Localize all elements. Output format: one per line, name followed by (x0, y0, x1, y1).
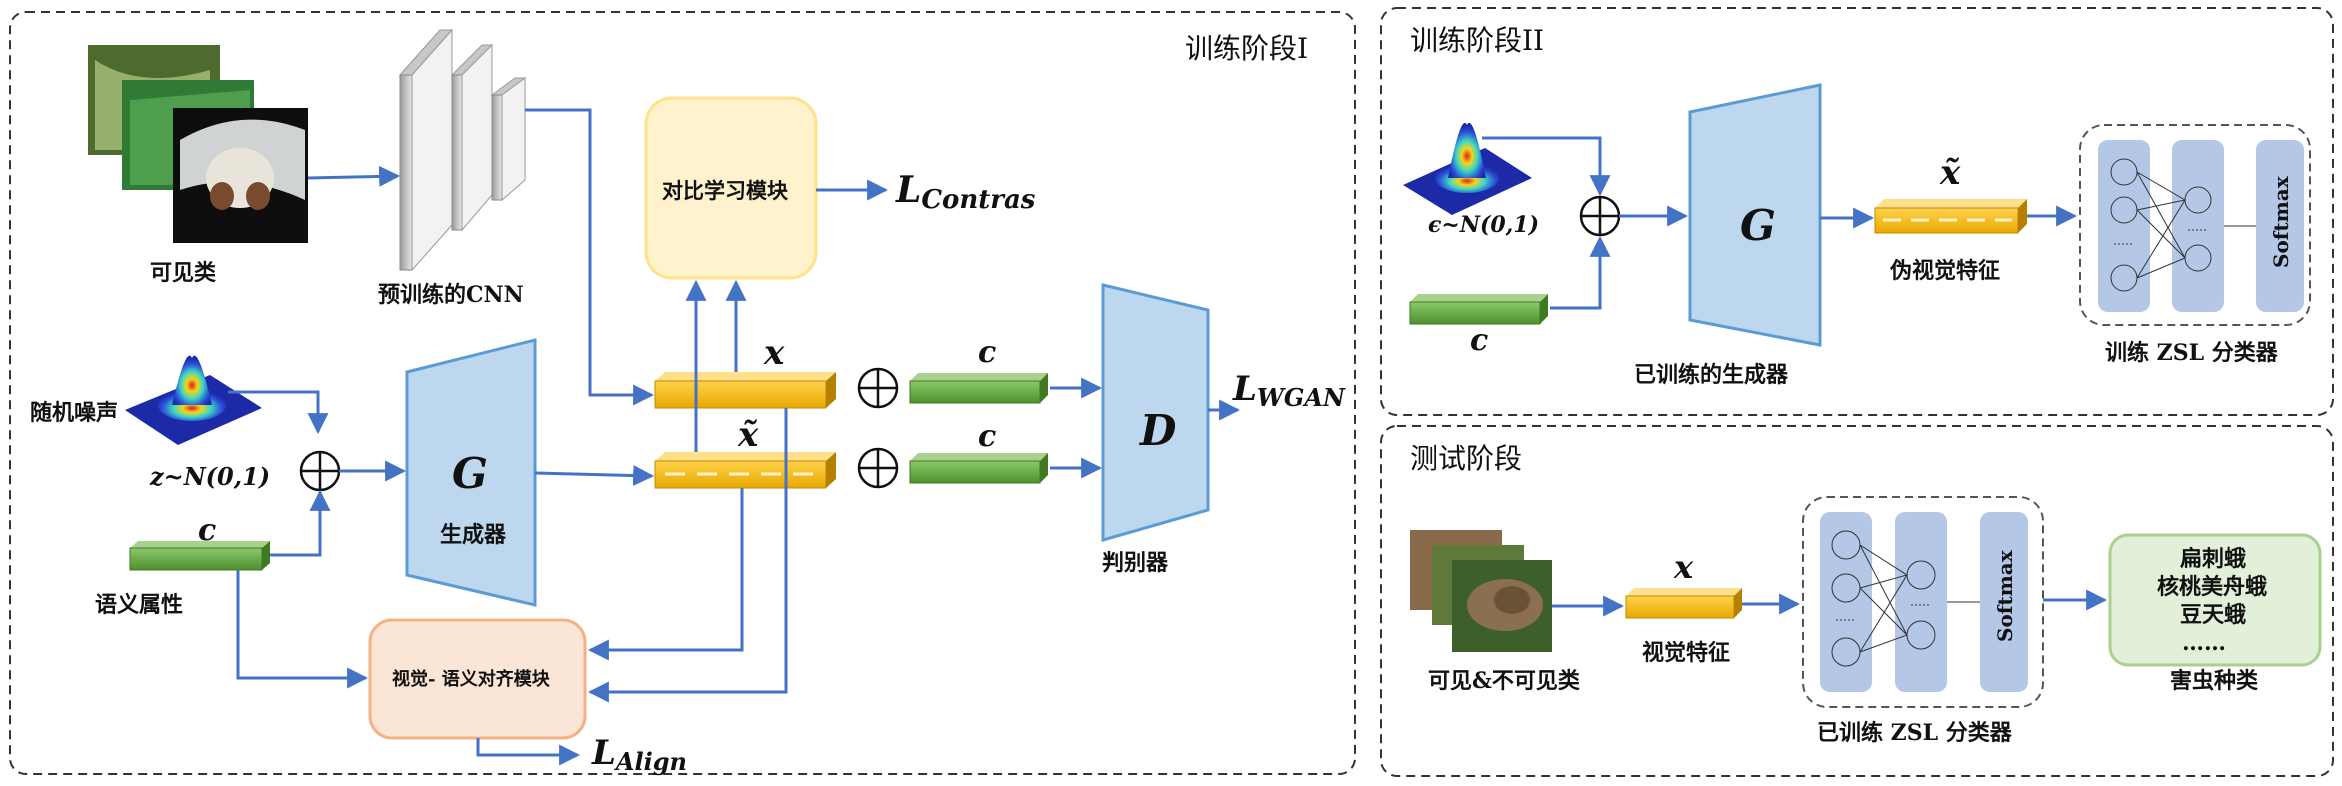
generator-label: 生成器 (440, 522, 507, 548)
arrow-xtilde-to-align (587, 408, 788, 703)
stage3-frame (1380, 425, 2334, 777)
c-bottom-label: c (978, 419, 996, 454)
stage1-title: 训练阶段I (1185, 32, 1308, 65)
stage2-classifier-label: 训练 ZSL 分类器 (2105, 340, 2279, 366)
pest-item-2: 核桃美舟蛾 (2157, 574, 2267, 600)
contrast-module-box (644, 96, 818, 280)
noise-distribution-icon (125, 355, 262, 445)
arrow-align-to-loss (476, 738, 581, 766)
pest-caption: 害虫种类 (2170, 668, 2259, 694)
stage2-generator-trapezoid (1688, 83, 1822, 347)
align-module-label: 视觉- 语义对齐模块 (392, 668, 551, 690)
pretrained-cnn-label: 预训练的CNN (378, 282, 524, 308)
stage3-feature-label: 视觉特征 (1642, 640, 1730, 666)
discriminator-label: 判别器 (1102, 550, 1169, 576)
pest-list-box (2108, 533, 2322, 667)
stage2-frame (1380, 7, 2334, 416)
noise-label: 随机噪声 (30, 400, 118, 426)
arrow-noise-to-sum (228, 390, 329, 435)
semantic-attribute-bar (129, 541, 270, 571)
discriminator-trapezoid (1101, 283, 1210, 542)
stage3-title: 测试阶段 (1410, 442, 1522, 475)
arrow-g-to-xtilde (534, 465, 655, 487)
arrow-images-to-cnn (307, 165, 401, 187)
arrow-x-to-align (587, 488, 744, 661)
concat-operator-3 (857, 447, 899, 489)
semantic-c-label: c (198, 513, 216, 548)
concat-operator-2 (857, 367, 899, 409)
stage3-classifier (1802, 496, 2044, 708)
generator-trapezoid (405, 338, 537, 607)
loss-wgan: LWGAN (1232, 369, 1346, 412)
stage2-generator-symbol: G (1740, 201, 1776, 250)
test-images-label: 可见&不可见类 (1428, 668, 1581, 694)
real-feature-bar (654, 372, 836, 409)
stage2-softmax-label: Softmax (2269, 175, 2293, 268)
stage2-classifier (2079, 124, 2311, 326)
arrow-c2-to-sum (1550, 235, 1611, 310)
fake-feature-bar (654, 452, 836, 489)
seen-class-label: 可见类 (150, 260, 217, 286)
c-top-label: c (978, 335, 996, 370)
seen-class-images (88, 45, 308, 243)
concat-operator-4 (1579, 195, 1621, 237)
pest-item-4: …… (2182, 630, 2226, 656)
pest-item-3: 豆天蛾 (2180, 602, 2246, 628)
c-bottom-bar (909, 453, 1048, 484)
stage2-fake-feature-label: 伪视觉特征 (1889, 258, 2000, 284)
x-label: x (763, 333, 785, 373)
semantic-label: 语义属性 (95, 592, 183, 618)
contrast-module-label: 对比学习模块 (662, 178, 789, 203)
arrow-c-to-sum (270, 489, 331, 557)
arrow-c-to-align (236, 570, 369, 689)
xtilde-label: x̃ (737, 415, 759, 455)
stage2-c-label: c (1470, 323, 1488, 358)
stage2-fake-feature-bar (1874, 199, 2027, 234)
arrow-cnn-to-x (525, 108, 655, 406)
loss-align: LAlign (591, 733, 687, 776)
stage3-classifier-label: 已训练 ZSL 分类器 (1817, 720, 2013, 746)
discriminator-symbol: D (1139, 406, 1177, 455)
pretrained-cnn-icon (398, 28, 527, 272)
arrow-noise2-to-sum (1482, 136, 1611, 197)
stage2-noise-dist: ϵ~N(0,1) (1428, 212, 1539, 238)
noise-dist: z~N(0,1) (149, 462, 270, 491)
stage2-xtilde-label: x̃ (1939, 153, 1961, 193)
stage3-x-label: x (1673, 548, 1694, 586)
concat-operator-1 (299, 450, 341, 492)
stage2-generator-label: 已训练的生成器 (1634, 362, 1789, 388)
stage1-frame (9, 11, 1356, 775)
stage2-c-bar (1409, 294, 1548, 325)
stage3-feature-bar (1625, 588, 1742, 619)
noise-distribution-icon-2 (1403, 122, 1532, 215)
generator-symbol: G (452, 449, 488, 498)
pest-item-1: 扁刺蛾 (2180, 546, 2246, 572)
stage3-softmax-label: Softmax (1993, 549, 2017, 642)
c-top-bar (909, 373, 1048, 404)
test-images (1410, 530, 1552, 652)
loss-contras: LContras (895, 169, 1036, 215)
stage2-title: 训练阶段II (1410, 24, 1544, 57)
